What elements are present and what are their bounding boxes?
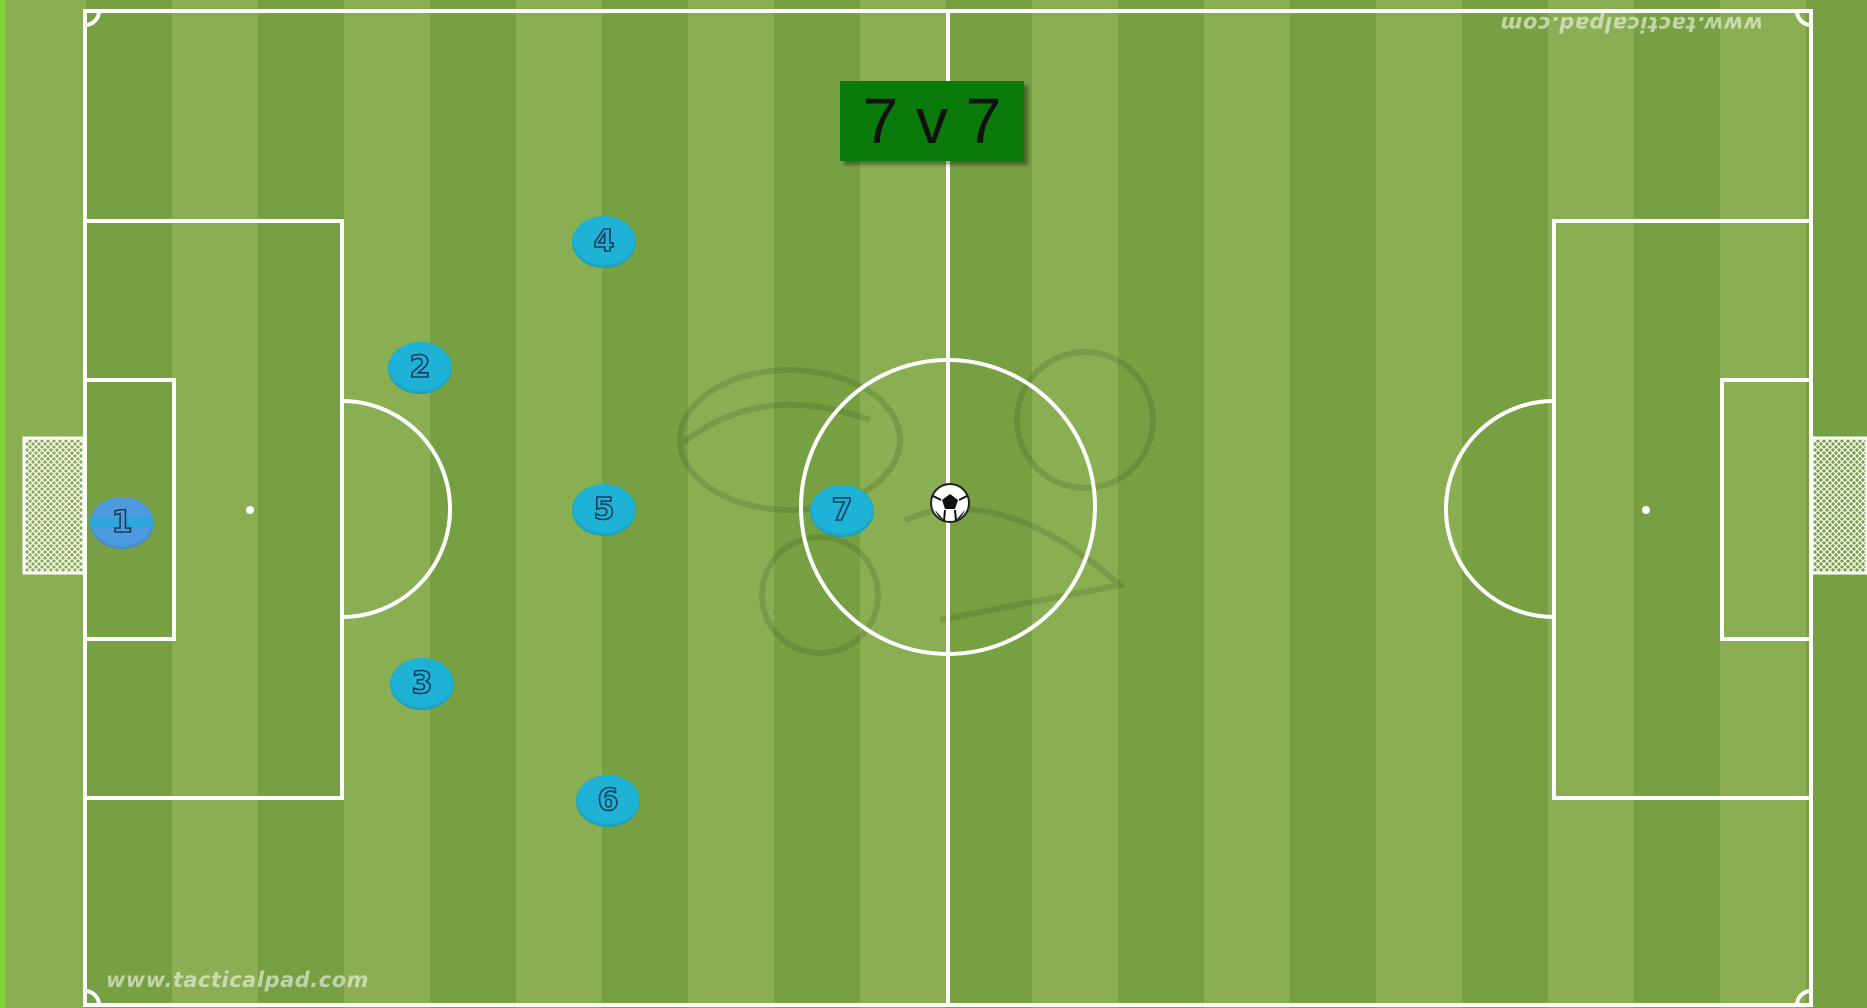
goal-net-icon	[24, 438, 84, 573]
left-penalty-spot	[246, 506, 254, 514]
grass-stripe	[430, 0, 516, 1008]
player-number: 5	[594, 495, 615, 525]
player-number: 7	[832, 496, 853, 526]
player-number: 2	[410, 353, 431, 383]
player-token[interactable]: 3	[390, 658, 454, 710]
watermark-text: www.tacticalpad.com	[106, 968, 369, 992]
grass-stripe	[258, 0, 344, 1008]
grass-stripe	[1290, 0, 1376, 1008]
grass-stripe	[1462, 0, 1548, 1008]
grass-stripe	[1634, 0, 1720, 1008]
goal-net-icon	[1812, 438, 1867, 573]
player-token[interactable]: 4	[572, 216, 636, 268]
player-number: 4	[594, 227, 615, 257]
player-token[interactable]: 7	[810, 485, 874, 537]
soccer-ball-icon[interactable]	[931, 484, 969, 522]
title-text: 7 v 7	[863, 89, 1002, 153]
right-penalty-spot	[1642, 506, 1650, 514]
player-token[interactable]: 6	[576, 775, 640, 827]
player-token[interactable]: 1	[90, 497, 154, 549]
player-number: 6	[598, 786, 619, 816]
left-edge-bar	[0, 0, 5, 1008]
player-number: 3	[412, 669, 433, 699]
player-number: 1	[112, 508, 133, 538]
player-token[interactable]: 2	[388, 342, 452, 394]
grass-stripe	[1118, 0, 1204, 1008]
watermark-text-rotated: www.tacticalpad.com	[1500, 12, 1763, 36]
player-token[interactable]: 5	[572, 484, 636, 536]
title-label[interactable]: 7 v 7	[840, 81, 1024, 161]
